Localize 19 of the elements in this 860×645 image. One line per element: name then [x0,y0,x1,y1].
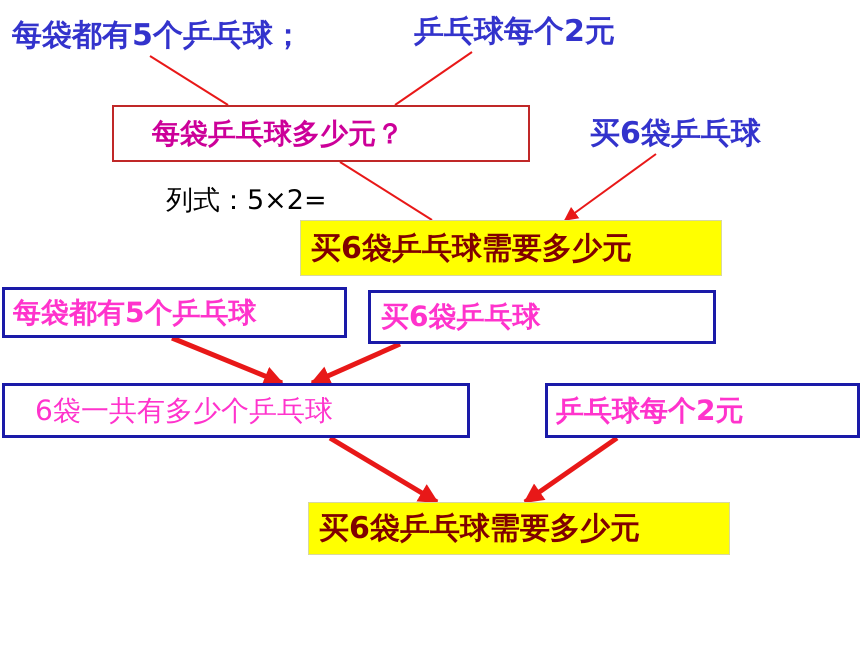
connector-line [394,51,473,106]
condition-text: 每袋都有5个乒乓球； [8,14,363,56]
arrow [171,336,284,386]
condition-box: 乒乓球每个2元 [545,383,860,438]
condition-text: 乒乓球每个2元 [410,10,670,52]
condition-text: 买6袋乒乓球 [586,112,806,154]
formula-text: 列式：5×2= [166,184,327,218]
question-box: 买6袋乒乓球需要多少元 [300,220,722,276]
question-box: 6袋一共有多少个乒乓球 [2,383,470,438]
arrow [310,342,402,386]
arrow [523,436,618,504]
connector-line [149,55,229,106]
question-box: 买6袋乒乓球需要多少元 [308,502,730,555]
question-box: 每袋乒乓球多少元？ [112,105,530,162]
connector-line [339,161,433,221]
condition-box: 每袋都有5个乒乓球 [2,287,347,338]
arrow [328,436,439,504]
arrow [564,153,657,221]
condition-box: 买6袋乒乓球 [368,290,716,344]
